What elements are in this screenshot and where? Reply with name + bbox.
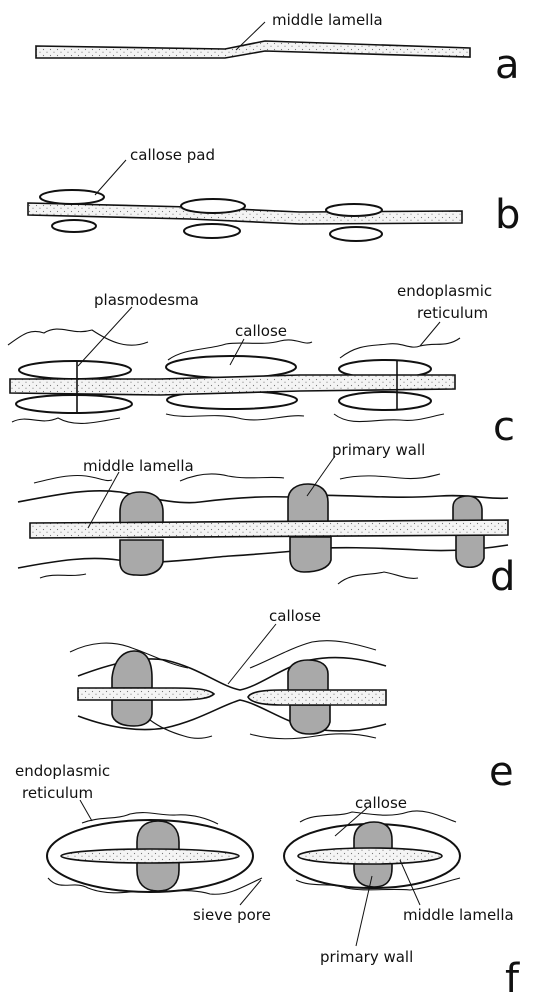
label-reticulum-f: reticulum (22, 784, 93, 802)
panel-c: plasmodesma callose endoplasmic reticulu… (8, 282, 515, 450)
panel-a: middle lamella a (36, 11, 520, 88)
label-middle-lamella-a: middle lamella (272, 11, 383, 29)
primary-wall (288, 660, 328, 691)
primary-wall (112, 651, 152, 688)
label-callose-f: callose (355, 794, 407, 812)
leader-callose-e (228, 624, 276, 684)
endoplasmic-reticulum (340, 474, 440, 479)
label-callose-e: callose (269, 607, 321, 625)
middle-lamella-d (30, 520, 508, 538)
endoplasmic-reticulum (40, 574, 86, 578)
primary-wall (112, 700, 152, 726)
primary-wall (120, 540, 163, 575)
callose-pad (184, 224, 240, 238)
endoplasmic-reticulum (180, 474, 284, 481)
endoplasmic-reticulum (300, 811, 456, 822)
leader-endoplasmic-reticulum (420, 322, 440, 346)
primary-wall (120, 492, 163, 526)
label-callose: callose (235, 322, 287, 340)
callose-pad (181, 199, 245, 213)
primary-wall (456, 535, 484, 567)
label-sieve-pore: sieve pore (193, 906, 271, 924)
panel-d: middle lamella primary wall d (18, 441, 515, 600)
panel-letter-f: f (505, 956, 520, 1002)
label-primary-wall-f: primary wall (320, 948, 413, 966)
callose-pad (326, 204, 382, 216)
label-callose-pad: callose pad (130, 146, 215, 164)
leader-callose-pad (95, 160, 126, 195)
primary-wall (290, 537, 331, 572)
leader-middle-lamella-d (88, 472, 119, 528)
endoplasmic-reticulum (340, 338, 460, 358)
callose-pad (40, 190, 104, 204)
endoplasmic-reticulum (338, 572, 418, 584)
panel-e: callose e (70, 607, 514, 795)
endoplasmic-reticulum (12, 418, 120, 423)
primary-wall (288, 484, 328, 523)
label-primary-wall-d: primary wall (332, 441, 425, 459)
panel-letter-e: e (489, 749, 514, 795)
label-middle-lamella-d: middle lamella (83, 457, 194, 475)
label-endoplasmic: endoplasmic (397, 282, 492, 300)
label-plasmodesma: plasmodesma (94, 291, 199, 309)
panel-f: endoplasmic reticulum callose sieve pore… (15, 762, 520, 1002)
callose-pad (330, 227, 382, 241)
callose-pad (52, 220, 96, 232)
panel-letter-c: c (493, 404, 515, 450)
middle-lamella-e (248, 690, 386, 705)
callose-pad (339, 392, 431, 410)
label-endoplasmic-f: endoplasmic (15, 762, 110, 780)
middle-lamella-f (298, 848, 442, 864)
panel-b: callose pad b (28, 146, 520, 241)
leader-plasmodesma (78, 307, 132, 366)
endoplasmic-reticulum (334, 414, 444, 422)
callose-pad (16, 395, 132, 413)
leader-endoplasmic-reticulum-f (80, 800, 92, 821)
endoplasmic-reticulum (8, 329, 148, 345)
primary-wall-edge (18, 545, 508, 568)
primary-wall-edge (18, 491, 508, 503)
middle-lamella-f (61, 849, 239, 863)
primary-wall (290, 705, 330, 734)
callose-pad (166, 356, 296, 378)
panel-letter-d: d (490, 554, 515, 600)
callose-pad (19, 361, 131, 379)
primary-wall (453, 496, 482, 521)
endoplasmic-reticulum (166, 414, 304, 420)
middle-lamella-e (78, 688, 214, 700)
endoplasmic-reticulum (34, 475, 112, 483)
middle-lamella-a (36, 41, 470, 58)
panel-letter-a: a (495, 42, 520, 88)
label-middle-lamella-f: middle lamella (403, 906, 514, 924)
panel-letter-b: b (495, 192, 520, 238)
label-reticulum: reticulum (417, 304, 488, 322)
